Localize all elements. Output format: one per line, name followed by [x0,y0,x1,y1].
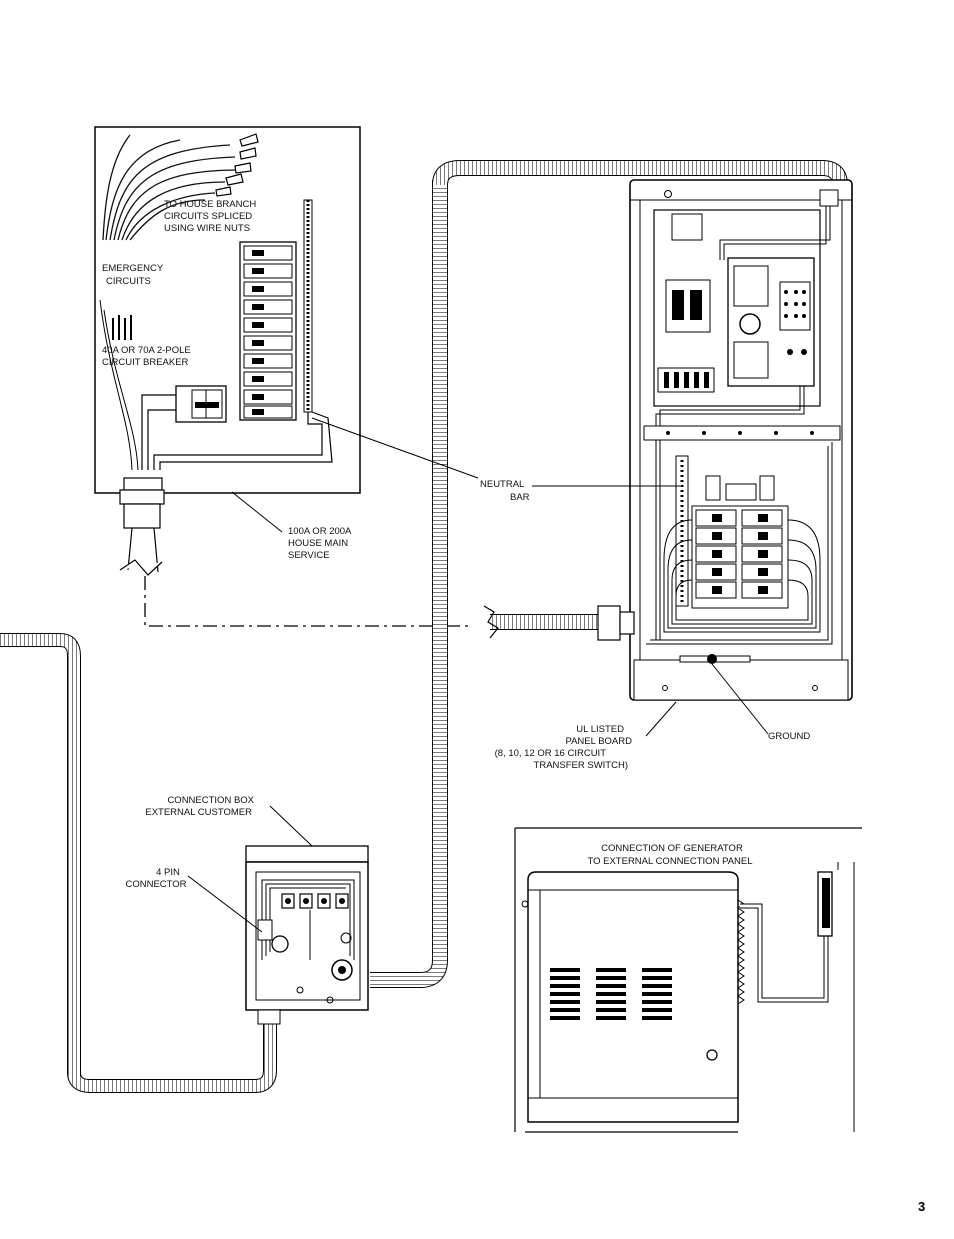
svg-text:CONNECTOR: CONNECTOR [125,879,186,890]
svg-text:PANEL BOARD: PANEL BOARD [565,736,632,747]
svg-text:CONNECTION BOX: CONNECTION BOX [167,795,254,806]
svg-text:CIRCUIT BREAKER: CIRCUIT BREAKER [102,357,189,368]
svg-text:EMERGENCY: EMERGENCY [102,263,164,274]
label-pin-connector: 4 PIN CONNECTOR [125,867,186,890]
flexible-conduit [0,160,848,1093]
svg-text:NEUTRAL: NEUTRAL [480,479,524,490]
label-neutral-bar: NEUTRAL BAR [480,479,530,503]
label-emergency-circuits: EMERGENCY CIRCUITS [102,263,164,287]
svg-text:CIRCUITS SPLICED: CIRCUITS SPLICED [164,211,252,222]
label-ground: GROUND [768,731,810,742]
svg-text:USING WIRE NUTS: USING WIRE NUTS [164,223,250,234]
svg-text:4 PIN: 4 PIN [156,867,180,878]
dashed-connection-line [144,576,470,627]
svg-text:TO HOUSE BRANCH: TO HOUSE BRANCH [164,199,256,210]
label-generator-inset: CONNECTION OF GENERATOR TO EXTERNAL CONN… [587,843,752,867]
page-number: 3 [918,1199,925,1214]
svg-text:100A OR 200A: 100A OR 200A [288,526,352,537]
svg-text:SERVICE: SERVICE [288,550,330,561]
label-panel-board: UL LISTED PANEL BOARD (8, 10, 12 OR 16 C… [495,724,633,771]
svg-text:EXTERNAL CUSTOMER: EXTERNAL CUSTOMER [145,807,252,818]
label-branch-circuits: TO HOUSE BRANCH CIRCUITS SPLICED USING W… [164,199,256,234]
label-circuit-breaker: 40A OR 70A 2-POLE CIRCUIT BREAKER [102,345,191,368]
svg-text:TO EXTERNAL CONNECTION PANEL: TO EXTERNAL CONNECTION PANEL [587,856,752,867]
svg-text:TRANSFER SWITCH): TRANSFER SWITCH) [534,760,628,771]
breaker-column [239,199,313,421]
generator-icon [521,871,745,1123]
svg-text:(8, 10, 12 OR 16 CIRCUIT: (8, 10, 12 OR 16 CIRCUIT [495,748,607,759]
svg-text:40A OR 70A 2-POLE: 40A OR 70A 2-POLE [102,345,191,356]
svg-text:CONNECTION OF GENERATOR: CONNECTION OF GENERATOR [601,843,743,854]
transfer-switch-panel [597,179,853,701]
label-main-service: 100A OR 200A HOUSE MAIN SERVICE [288,526,352,561]
conduit-fitting [119,477,165,576]
generator-inset [514,827,862,1133]
two-pole-breaker [175,385,227,423]
connection-box [245,845,369,1025]
house-main-panel [94,126,361,576]
svg-text:BAR: BAR [510,492,530,503]
svg-text:UL LISTED: UL LISTED [576,724,624,735]
label-connection-box: CONNECTION BOX EXTERNAL CUSTOMER [145,795,254,818]
svg-text:HOUSE MAIN: HOUSE MAIN [288,538,348,549]
leader-lines [187,417,769,933]
wire-nut-icon [215,133,259,197]
transfer-switch-breakers [691,505,789,609]
svg-text:CIRCUITS: CIRCUITS [106,276,151,287]
